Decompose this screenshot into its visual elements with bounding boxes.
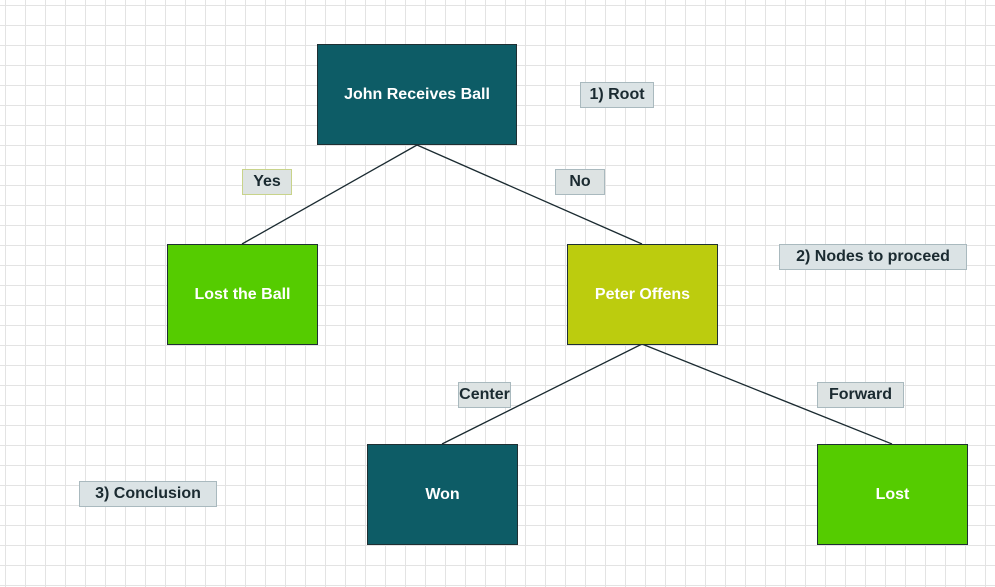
annotation-conclusion: 3) Conclusion <box>79 481 217 507</box>
edge-line-forward <box>641 343 893 445</box>
node-lost[interactable]: Lost <box>817 444 968 545</box>
edge-label-yes: Yes <box>242 169 292 195</box>
edge-label-center: Center <box>458 382 511 408</box>
edge-line-yes <box>241 144 418 245</box>
edge-line-no <box>416 144 643 245</box>
annotation-nodes-to-proceed: 2) Nodes to proceed <box>779 244 967 270</box>
node-root[interactable]: John Receives Ball <box>317 44 517 145</box>
edge-label-forward: Forward <box>817 382 904 408</box>
node-won[interactable]: Won <box>367 444 518 545</box>
node-lost-the-ball[interactable]: Lost the Ball <box>167 244 318 345</box>
node-peter-offens[interactable]: Peter Offens <box>567 244 718 345</box>
edge-label-no: No <box>555 169 605 195</box>
annotation-root: 1) Root <box>580 82 654 108</box>
edge-line-center <box>441 343 643 445</box>
